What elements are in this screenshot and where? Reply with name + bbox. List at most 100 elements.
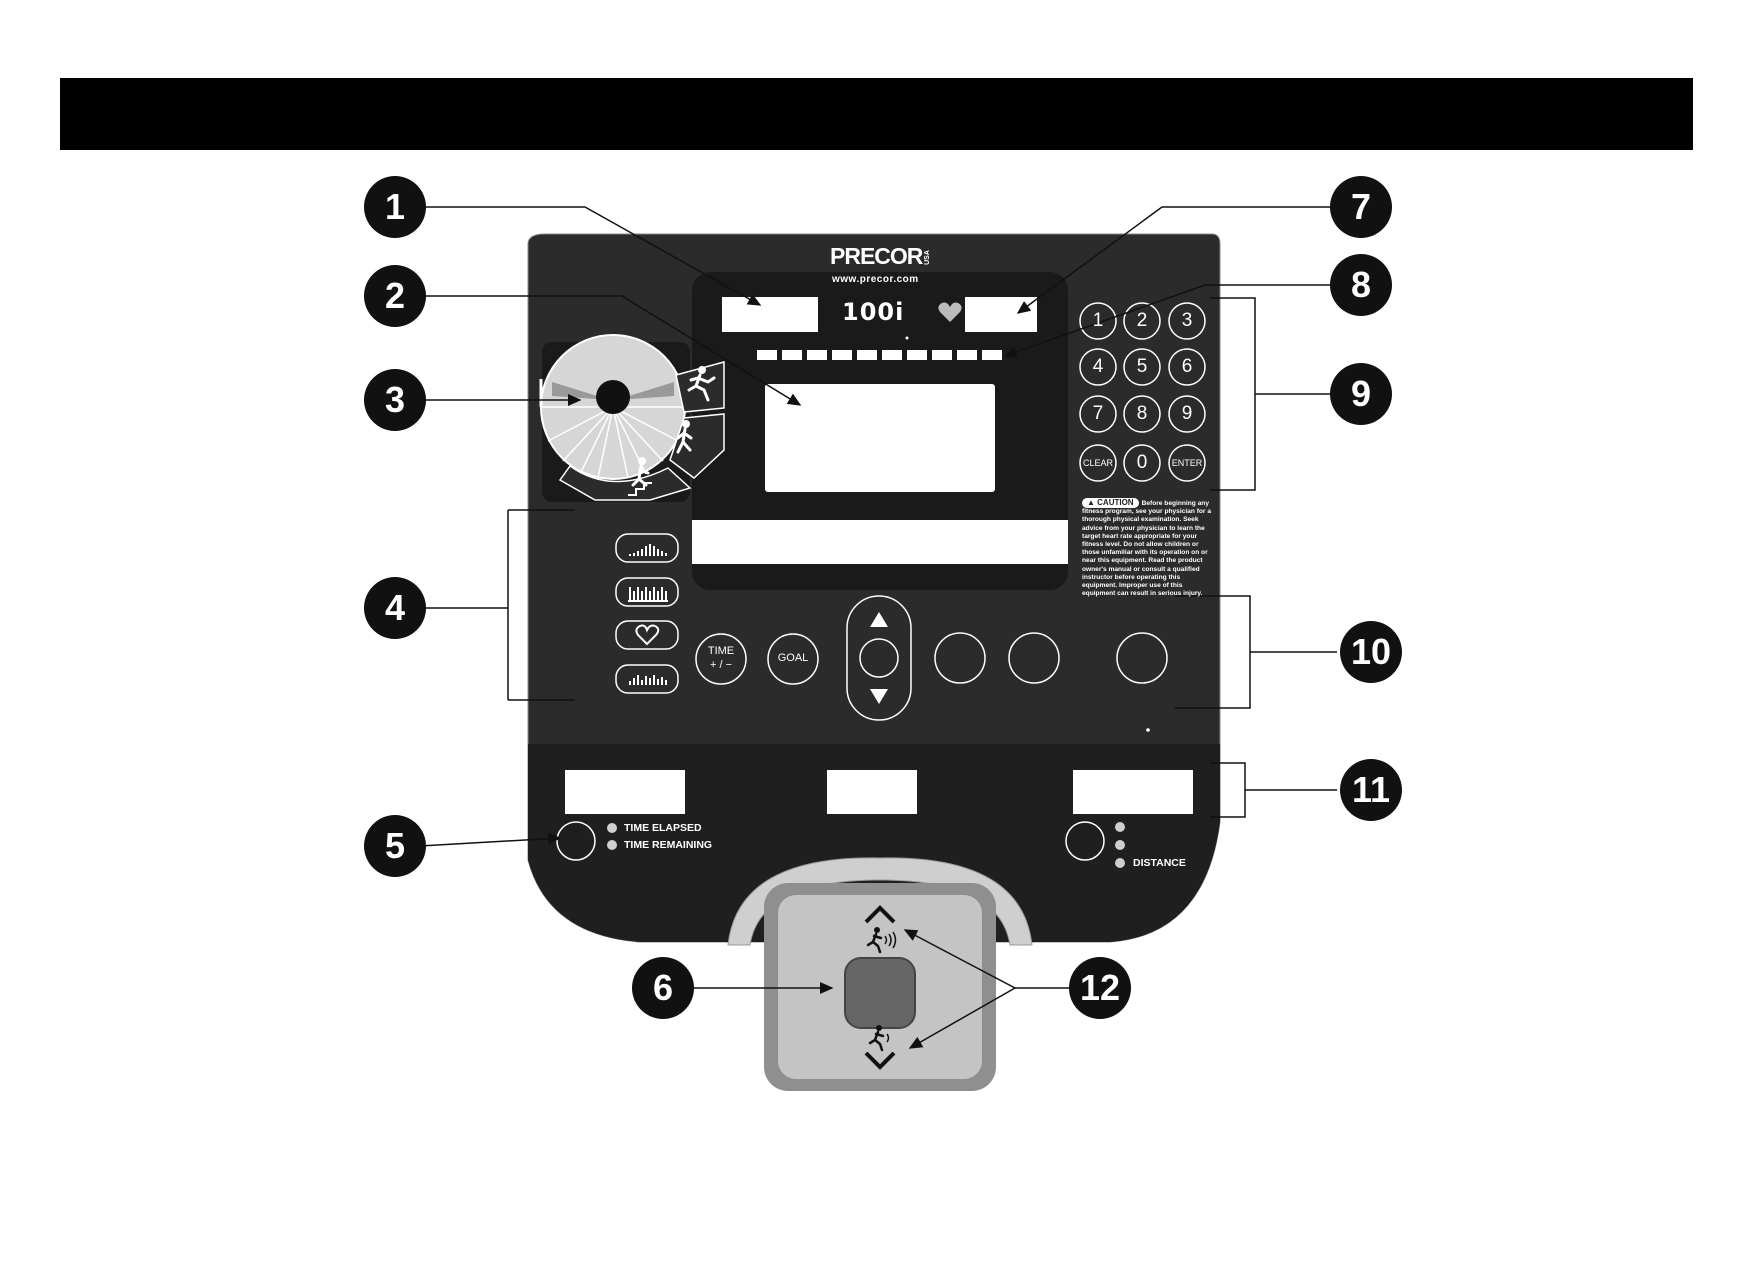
main-display (765, 384, 995, 492)
model-name: 100i (842, 298, 905, 326)
profile-button-random[interactable] (615, 664, 679, 694)
display-window-1 (722, 297, 818, 332)
brand-logo-text: PRECOR (830, 243, 923, 269)
callout-circles (364, 176, 1402, 1019)
display-window-7 (965, 297, 1037, 332)
keypad-key[interactable] (1168, 395, 1206, 433)
random-profile-icon (629, 675, 667, 685)
keypad-key-label: 5 (1136, 356, 1148, 377)
walker-icon (676, 420, 693, 454)
callout-2 (364, 265, 426, 327)
keypad-key[interactable] (1168, 302, 1206, 340)
heart-rate-bar (757, 350, 1002, 360)
keypad-key[interactable] (1079, 444, 1117, 482)
chevron-down-icon[interactable] (864, 1051, 896, 1070)
keypad-key[interactable] (1168, 444, 1206, 482)
keypad-key-label: 9 (1181, 403, 1193, 424)
interval-profile-icon (628, 587, 668, 602)
led-label-distance: DISTANCE (1133, 857, 1186, 869)
keypad (1079, 302, 1206, 482)
keypad-key-label: CLEAR (1082, 458, 1113, 468)
chevron-up-icon[interactable] (864, 905, 896, 924)
callout-number: 6 (652, 967, 674, 1008)
brand-website: www.precor.com (832, 274, 919, 285)
up-down-rocker[interactable] (846, 595, 912, 721)
heart-icon (635, 624, 660, 646)
keypad-key[interactable] (1123, 302, 1161, 340)
rocker-center-button[interactable] (859, 638, 899, 678)
callout-6 (632, 957, 694, 1019)
keypad-key[interactable] (1079, 395, 1117, 433)
callout-10 (1340, 621, 1402, 683)
program-wheel[interactable] (539, 334, 686, 480)
console-lower-band (528, 744, 1220, 942)
led-distance (1115, 858, 1125, 868)
arrow-down-icon[interactable] (870, 689, 888, 704)
keypad-key[interactable] (1168, 348, 1206, 386)
message-strip (692, 520, 1068, 564)
keypad-key-label: 7 (1092, 403, 1104, 424)
goal-button[interactable] (767, 633, 819, 685)
goal-button-label: GOAL (777, 652, 809, 664)
led-1 (1115, 822, 1125, 832)
callout-11 (1340, 759, 1402, 821)
time-button[interactable] (695, 633, 747, 685)
caution-badge: ▲ CAUTION (1082, 498, 1139, 508)
brand-logo-suffix: USA (924, 250, 932, 266)
callout-number: 11 (1351, 769, 1391, 810)
profile-button-hill[interactable] (615, 533, 679, 563)
center-dot (905, 336, 909, 340)
stairs-climber-icon (628, 457, 652, 496)
callout-number: 1 (384, 186, 406, 227)
keypad-key[interactable] (1123, 348, 1161, 386)
distance-select-button[interactable] (1065, 821, 1105, 861)
keypad-key[interactable] (1123, 395, 1161, 433)
heart-icon (938, 302, 962, 322)
keypad-key-label: 2 (1136, 310, 1148, 331)
keypad-key[interactable] (1079, 302, 1117, 340)
callout-1 (364, 176, 426, 238)
keypad-key-label: 1 (1092, 310, 1104, 331)
led-label-time-remaining: TIME REMAINING (624, 839, 713, 851)
display-window-distance (1073, 770, 1193, 814)
callout-9 (1330, 363, 1392, 425)
callout-number: 9 (1350, 373, 1372, 414)
profile-button-interval[interactable] (615, 577, 679, 607)
keypad-key[interactable] (1079, 348, 1117, 386)
keypad-key-label: 0 (1136, 452, 1148, 473)
callout-7 (1330, 176, 1392, 238)
callout-number: 2 (384, 275, 406, 316)
callout-number: 8 (1350, 264, 1372, 305)
display-window-time (565, 770, 685, 814)
keypad-key[interactable] (1123, 444, 1161, 482)
profile-button-heart-rate[interactable] (615, 620, 679, 650)
callout-3 (364, 369, 426, 431)
function-button-c[interactable] (1116, 632, 1168, 684)
callout-5 (364, 815, 426, 877)
keypad-key-label: 6 (1181, 356, 1193, 377)
program-segment-hill[interactable] (669, 413, 725, 479)
callout-4 (364, 577, 426, 639)
caution-text: Before beginning any fitness program, se… (1082, 500, 1211, 598)
led-2 (1115, 840, 1125, 850)
speed-pad-center-button[interactable] (844, 957, 916, 1029)
function-button-b[interactable] (1008, 632, 1060, 684)
callout-8 (1330, 254, 1392, 316)
led-time-elapsed (607, 823, 617, 833)
program-segment-run[interactable] (675, 361, 725, 413)
callout-number: 12 (1079, 967, 1121, 1008)
caution-badge-text: CAUTION (1097, 498, 1134, 507)
callout-number: 10 (1350, 631, 1392, 672)
runner-icon (687, 366, 716, 402)
speed-down-icon (868, 1025, 890, 1052)
program-wheel-knob[interactable] (596, 380, 630, 414)
keypad-key-label: 8 (1136, 403, 1148, 424)
program-segment-stairs[interactable] (558, 457, 692, 501)
led-time-remaining (607, 840, 617, 850)
callout-number: 7 (1350, 186, 1372, 227)
function-button-a[interactable] (934, 632, 986, 684)
arrow-up-icon[interactable] (870, 612, 888, 627)
